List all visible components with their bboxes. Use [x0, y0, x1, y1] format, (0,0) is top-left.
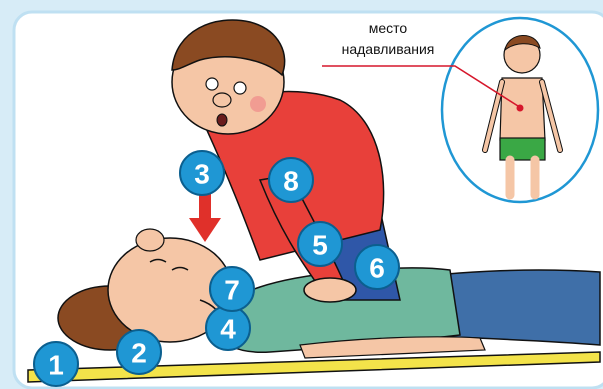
- marker-7-label: 7: [224, 275, 240, 306]
- marker-2-label: 2: [131, 338, 147, 369]
- marker-5: 5: [298, 222, 342, 266]
- marker-4-label: 4: [220, 314, 236, 345]
- helper-mouth: [217, 114, 227, 126]
- marker-1: 1: [34, 342, 78, 386]
- marker-6: 6: [355, 245, 399, 289]
- marker-4: 4: [206, 306, 250, 350]
- pressure-point-inset: [442, 18, 598, 202]
- marker-7: 7: [210, 267, 254, 311]
- marker-1-label: 1: [48, 350, 64, 381]
- marker-5-label: 5: [312, 230, 328, 261]
- helper-nose: [213, 93, 231, 107]
- marker-2: 2: [117, 330, 161, 374]
- marker-3-label: 3: [194, 159, 210, 190]
- helper-cheek: [250, 96, 266, 112]
- helper-eye-left: [206, 78, 218, 90]
- marker-8-label: 8: [283, 166, 299, 197]
- inset-figure-shorts: [500, 138, 545, 160]
- inset-caption-line2: надавливания: [342, 41, 435, 57]
- marker-6-label: 6: [369, 253, 385, 284]
- marker-8: 8: [269, 158, 313, 202]
- inset-caption-line1: место: [369, 20, 408, 36]
- helper-eye-right: [234, 82, 246, 94]
- helper-hands: [304, 278, 356, 302]
- marker-3: 3: [180, 151, 224, 195]
- patient-nose: [136, 229, 164, 251]
